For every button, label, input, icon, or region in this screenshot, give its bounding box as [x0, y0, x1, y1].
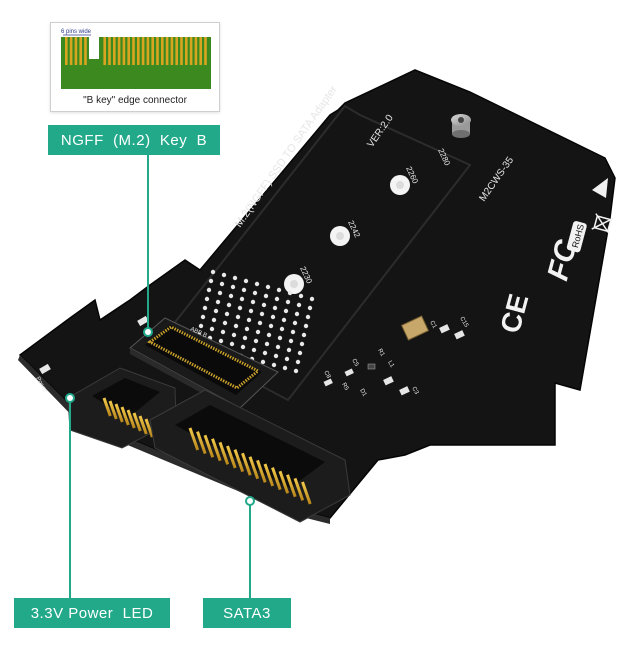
- component-label: D1: [358, 388, 367, 398]
- edge-connector-inset: 6 pins wide "B key" edge connector: [50, 22, 220, 112]
- component-label: C1: [428, 320, 437, 330]
- sata-data-connector: [149, 389, 351, 523]
- component-label: C15: [458, 316, 469, 329]
- component-label: C5: [350, 358, 359, 368]
- callout-power-led: 3.3V Power LED: [14, 598, 170, 628]
- edge-connector-caption: "B key" edge connector: [83, 95, 187, 106]
- pins-wide-label: 6 pins wide: [61, 29, 92, 35]
- component-label: C8: [322, 370, 331, 380]
- warning-triangle-icon: [592, 178, 608, 198]
- component-label: C3: [410, 386, 419, 396]
- smd-components: [323, 315, 465, 396]
- weee-bin-icon: [591, 213, 614, 235]
- callout-leader-lines: [65, 155, 255, 598]
- component-label: R1: [376, 348, 385, 358]
- edge-connector-drawing: [61, 34, 211, 89]
- component-label: L1: [386, 360, 395, 369]
- standoff-screw: [451, 114, 471, 138]
- m2-slot-outline: [163, 104, 472, 402]
- callout-ngff-key-b: NGFF (M.2) Key B: [48, 125, 220, 155]
- callout-sata3: SATA3: [203, 598, 291, 628]
- power-led: [39, 363, 51, 375]
- rohs-badge: RoHS: [566, 221, 587, 253]
- component-label: R5: [340, 382, 349, 392]
